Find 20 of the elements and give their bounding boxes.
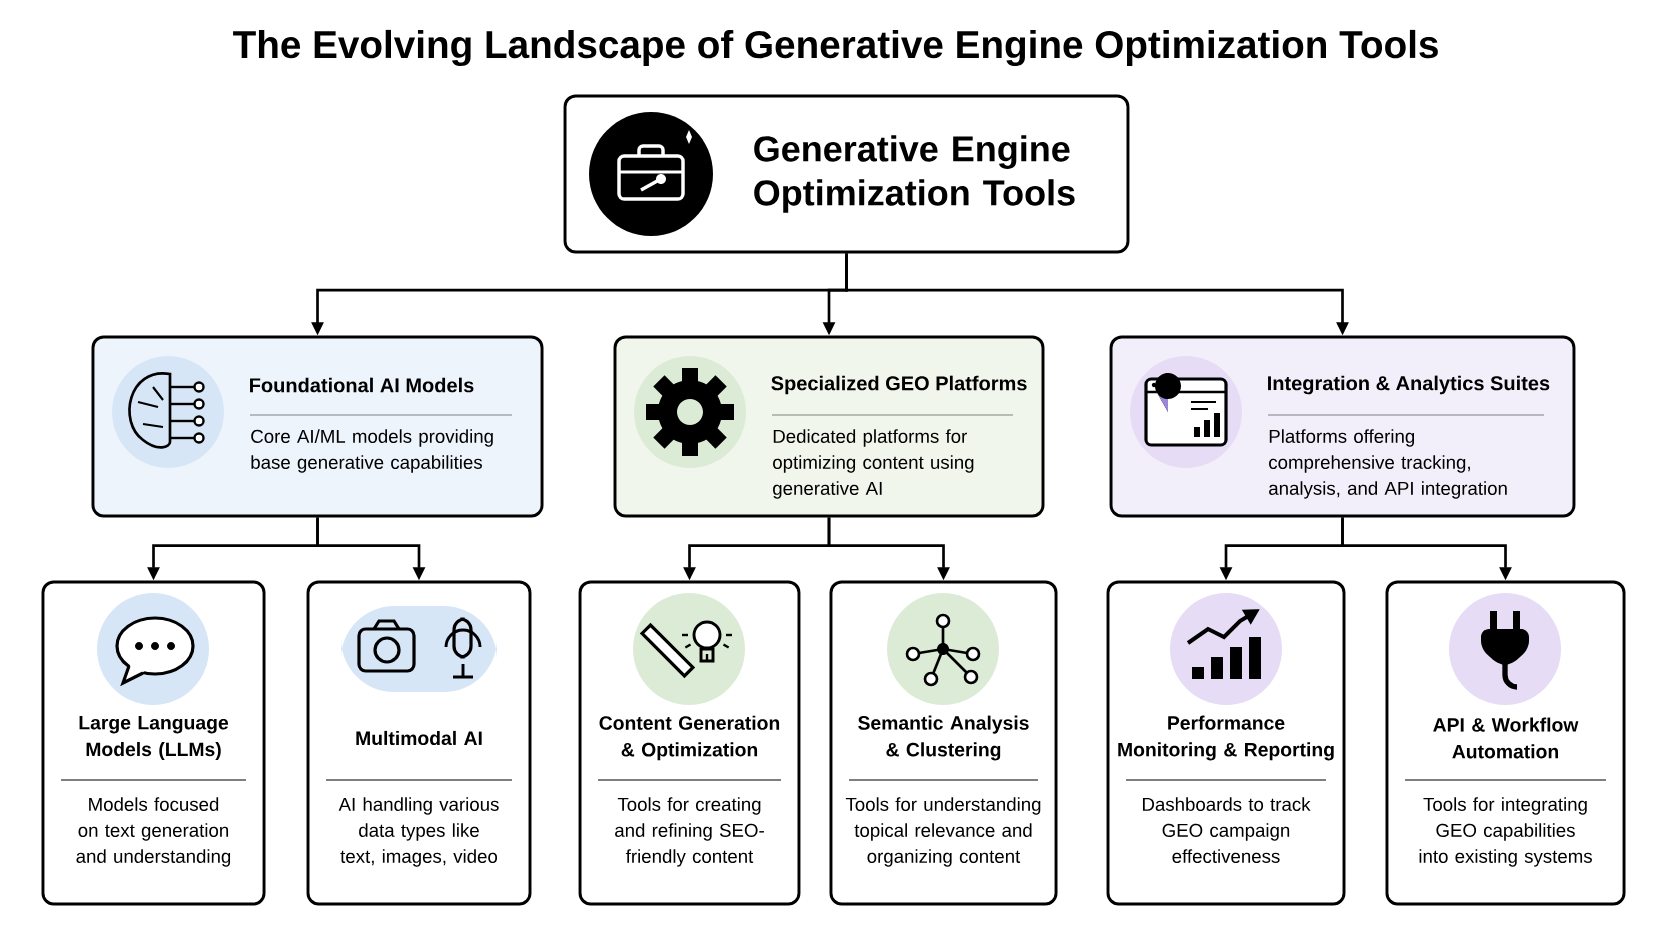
heading: Content Generation & Optimization — [599, 715, 780, 761]
description: Tools for understanding topical relevance and organizing content — [845, 797, 1041, 867]
root-heading: Generative Engine Optimization Tools — [754, 135, 1075, 213]
heading: Large Language Models (LLMs) — [79, 716, 229, 760]
description: Dashboards to track GEO campaign effectiveness — [1143, 797, 1311, 863]
heading: Specialized GEO Platforms — [771, 375, 1027, 395]
title: The Evolving Landscape of Generative Engine Optimization Tools — [233, 29, 1438, 67]
description: AI handling various data types like text, images, video — [338, 797, 499, 867]
description: Tools for integrating GEO capabilities into existing systems — [1419, 797, 1592, 867]
heading: API & Workflow Automation — [1433, 717, 1579, 759]
heading: Performance Monitoring & Reporting — [1118, 715, 1334, 761]
heading: Semantic Analysis & Clustering — [858, 715, 1029, 761]
description: Platforms offering comprehensive tracking, analysis, and API integration — [1269, 429, 1507, 499]
description: Tools for creating and refining SEO-friendly content — [615, 797, 764, 867]
description: Dedicated platforms for optimizing content using generative AI — [773, 429, 974, 499]
heading: Integration & Analytics Suites — [1268, 375, 1550, 395]
heading: Multimodal AI — [356, 730, 482, 746]
heading: Foundational AI Models — [250, 377, 474, 393]
description: Models focused on text generation and understanding — [76, 797, 231, 867]
description: Core AI/ML models providing base generative capabilities — [251, 429, 493, 473]
